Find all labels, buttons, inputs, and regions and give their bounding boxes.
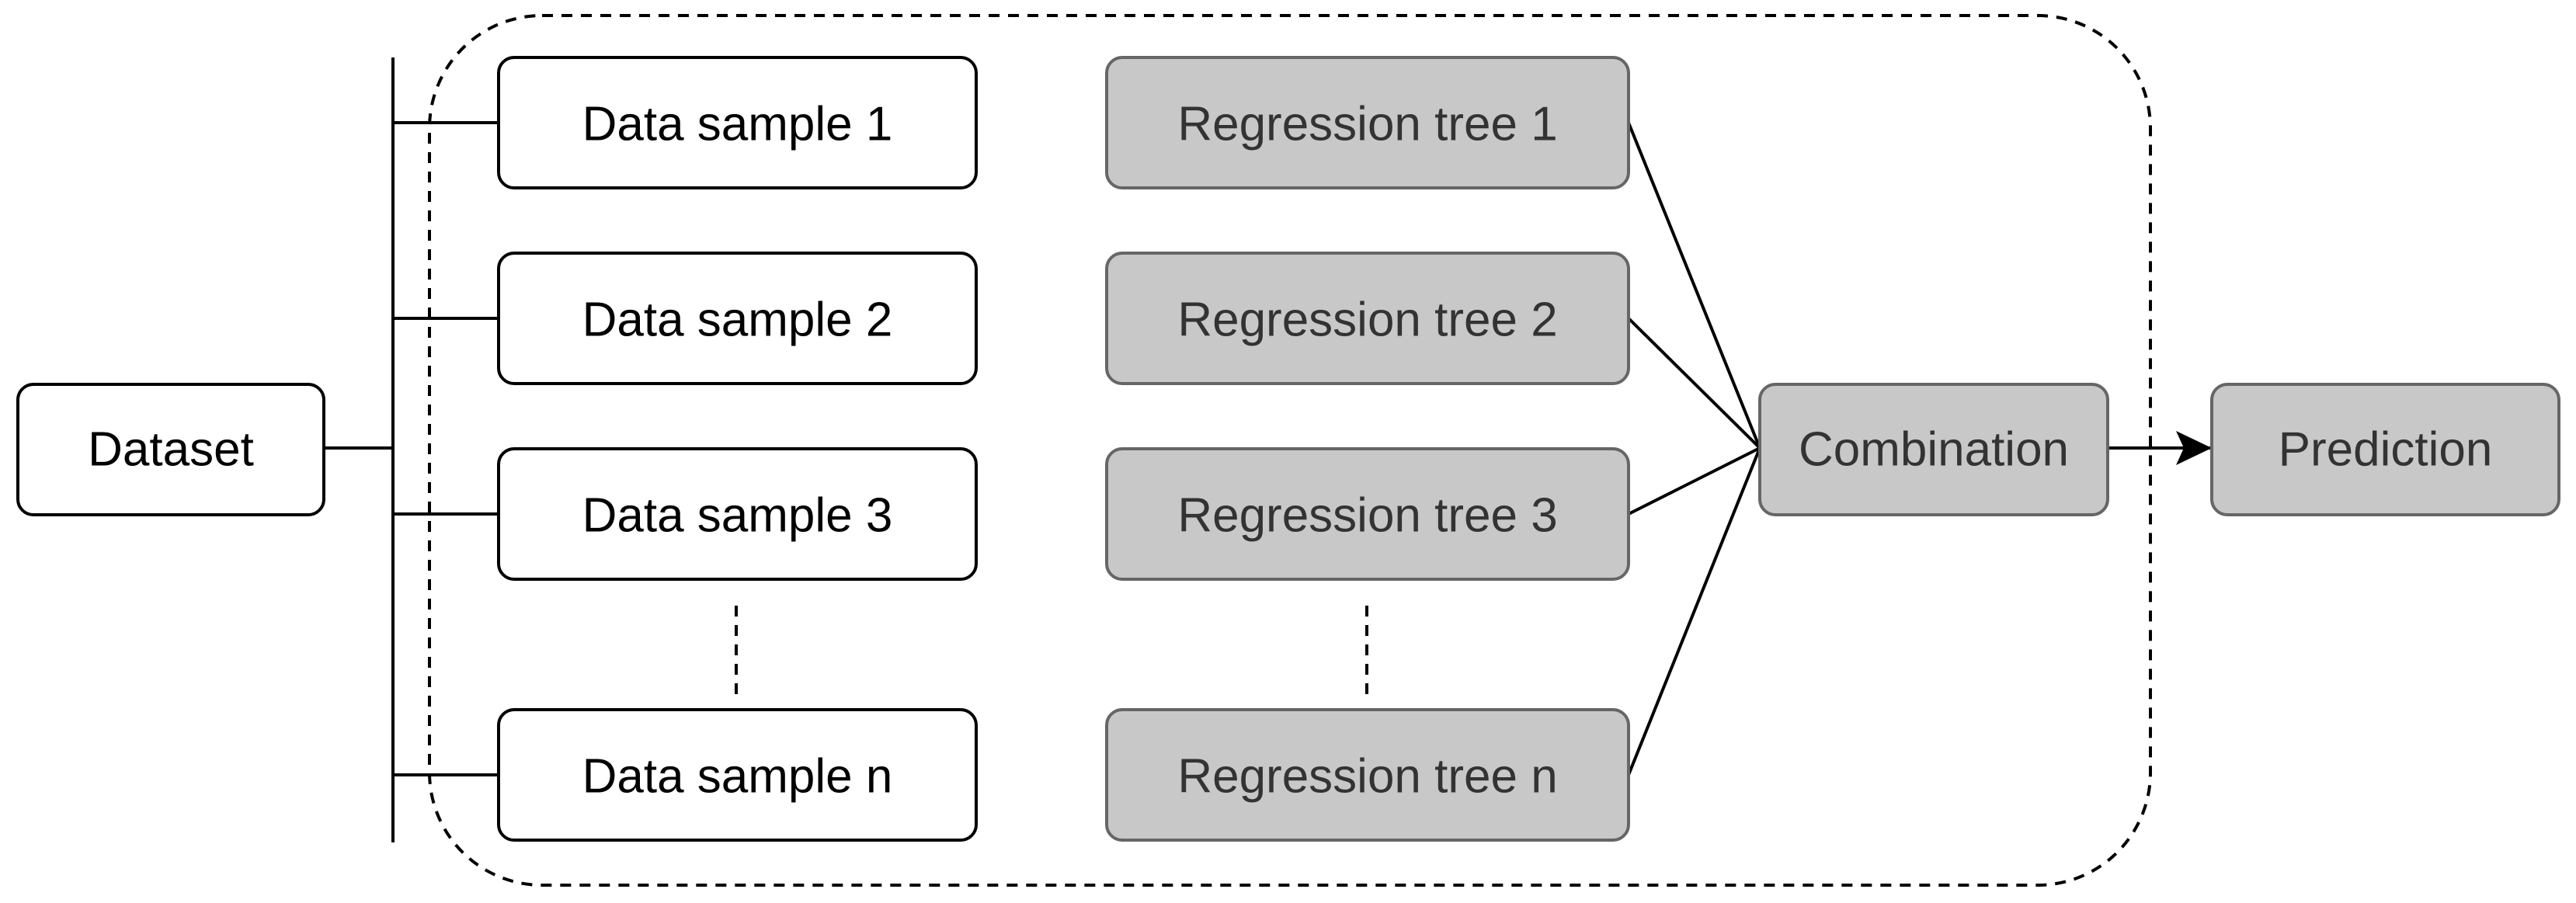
regression-tree-node: Regression tree n [1105,708,1630,842]
data-sample-label: Data sample 2 [582,293,893,347]
tree-n-to-combination [1627,447,1761,776]
data-sample-node: Data sample 3 [497,447,978,581]
prediction-label: Prediction [2279,423,2493,477]
prediction-node: Prediction [2210,383,2560,516]
data-sample-node: Data sample n [497,708,978,842]
regression-tree-label: Regression tree 2 [1177,293,1557,347]
regression-tree-label: Regression tree 3 [1177,489,1557,543]
ensemble-boundary [428,14,2152,887]
combination-label: Combination [1799,423,2069,477]
dataset-label: Dataset [88,423,254,477]
arrowhead-icon [2176,431,2212,465]
regression-tree-node: Regression tree 2 [1105,252,1630,385]
tree-2-to-combination [1627,317,1761,450]
data-sample-node: Data sample 2 [497,252,978,385]
regression-tree-label: Regression tree n [1177,750,1557,804]
regression-tree-node: Regression tree 1 [1105,56,1630,189]
tree-3-to-combination [1628,446,1761,516]
regression-tree-node: Regression tree 3 [1105,447,1630,581]
data-sample-label: Data sample 3 [582,489,893,543]
data-sample-label: Data sample n [582,750,893,804]
combination-node: Combination [1758,383,2109,516]
dataset-node: Dataset [16,383,325,516]
data-sample-node: Data sample 1 [497,56,978,189]
data-sample-label: Data sample 1 [582,98,893,151]
tree-1-to-combination [1627,122,1761,449]
regression-tree-label: Regression tree 1 [1177,98,1557,151]
